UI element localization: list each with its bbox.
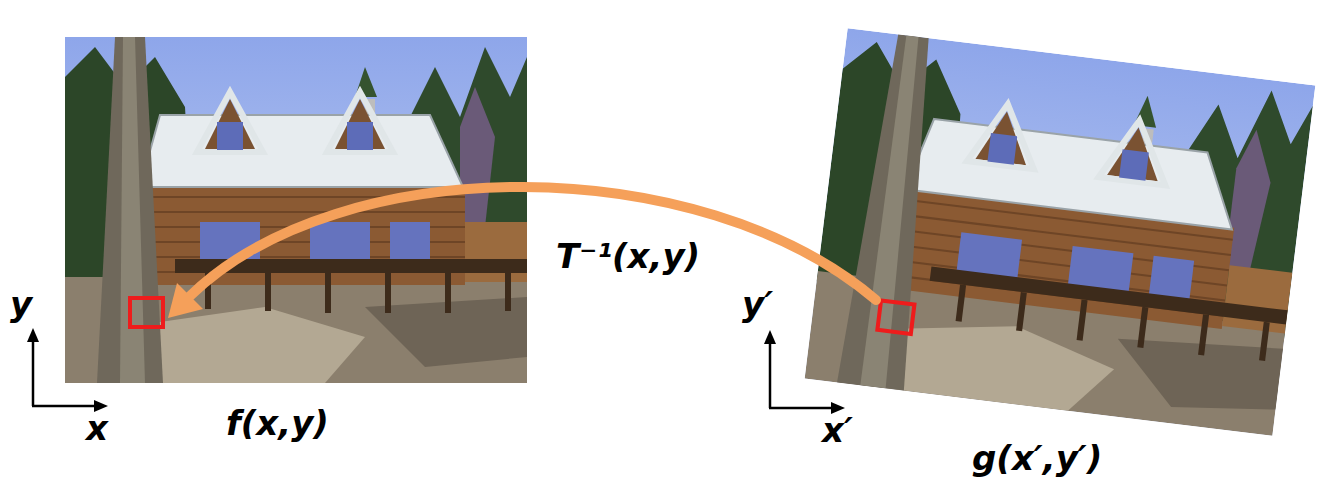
warped-image bbox=[805, 28, 1316, 436]
transform-label: T⁻¹(x,y) bbox=[556, 238, 700, 275]
image-label: f(x,y) bbox=[226, 405, 329, 442]
axis-label: y bbox=[10, 286, 32, 323]
axis-label: y′ bbox=[742, 286, 773, 323]
source-image bbox=[65, 37, 527, 383]
axis-label: x bbox=[86, 410, 108, 447]
image-label: g(x′,y′) bbox=[972, 440, 1102, 477]
axis-label: x′ bbox=[822, 412, 853, 449]
coordinate-axes bbox=[27, 328, 845, 414]
